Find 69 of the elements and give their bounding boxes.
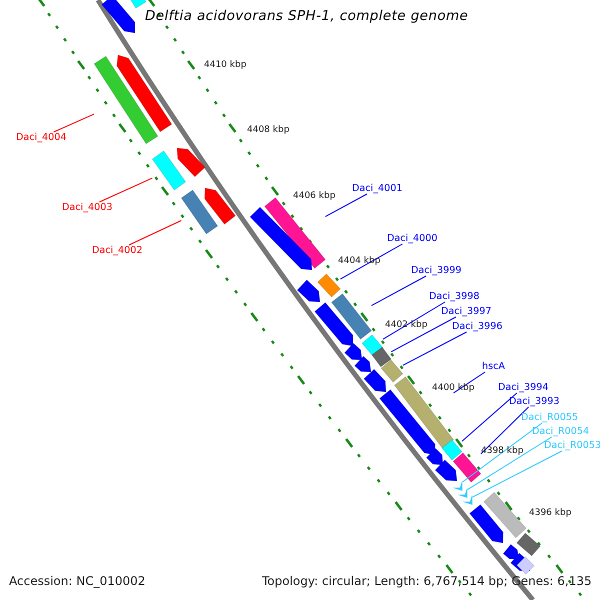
gene-label: Daci_4004 xyxy=(16,132,66,144)
gene-bar xyxy=(380,359,404,383)
leader-line xyxy=(98,178,153,202)
gene-bar xyxy=(101,0,136,34)
gene-bar xyxy=(128,0,147,9)
scale-label: 4402 kbp xyxy=(385,320,428,330)
gene-bar xyxy=(394,376,454,449)
gene-label: hscA xyxy=(482,361,505,372)
gene-bar xyxy=(296,279,320,302)
gene-label: Daci_R0053 xyxy=(544,440,600,452)
leader-line xyxy=(382,302,446,340)
gene-bar xyxy=(317,273,341,298)
leader-line xyxy=(402,332,468,366)
gene-label: Daci_3994 xyxy=(498,382,548,394)
gene-label: Daci_3996 xyxy=(452,321,502,332)
accession-text: Accession: NC_010002 xyxy=(9,575,146,589)
leader-line xyxy=(472,450,562,498)
leader-line xyxy=(453,372,486,394)
leader-line xyxy=(390,316,456,352)
gene-bar xyxy=(94,56,158,144)
leader-line xyxy=(340,244,403,280)
leader-line xyxy=(462,392,518,442)
gene-bar xyxy=(502,544,520,560)
gene-bar xyxy=(176,148,206,178)
leader-line xyxy=(462,422,543,483)
gene-label: Daci_3993 xyxy=(509,396,560,408)
gene-bar xyxy=(116,54,172,132)
gene-label: Daci_R0055 xyxy=(521,412,578,424)
gene-bar xyxy=(434,459,458,482)
gene-bar xyxy=(152,150,186,191)
gene-bar xyxy=(363,368,386,392)
scale-label: 4396 kbp xyxy=(529,508,572,518)
leader-line xyxy=(324,194,368,218)
gene-label: Daci_4002 xyxy=(92,245,142,256)
scale-label: 4410 kbp xyxy=(204,60,246,70)
gene-bar xyxy=(180,190,218,234)
gene-label: Daci_3999 xyxy=(411,265,462,276)
trna-gene-mark xyxy=(452,480,462,491)
gene-bar xyxy=(314,302,354,346)
gene-bar xyxy=(250,206,312,270)
title: Delftia acidovorans SPH-1, complete genome xyxy=(145,9,468,25)
gene-bar xyxy=(452,452,482,483)
gene-bar xyxy=(371,346,392,368)
trna-gene-mark xyxy=(462,494,472,505)
gene-bar xyxy=(442,439,462,461)
gene-bar xyxy=(379,389,436,456)
gene-bar xyxy=(362,334,384,357)
leader-line xyxy=(466,436,552,490)
gene-bar xyxy=(483,492,527,538)
scale-label: 4408 kbp xyxy=(247,125,290,136)
gene-label: Daci_3997 xyxy=(441,306,492,318)
gene-bar xyxy=(204,188,236,225)
scale-label: 4406 kbp xyxy=(293,191,336,202)
gene-bar xyxy=(516,532,541,556)
leader-line xyxy=(128,220,182,246)
gene-label: Daci_R0054 xyxy=(532,426,590,438)
leader-line xyxy=(53,114,95,132)
gene-label: Daci_4001 xyxy=(352,183,402,194)
gene-bar xyxy=(469,504,504,544)
gene-label: Daci_4000 xyxy=(387,233,438,244)
gene-bar xyxy=(354,356,372,372)
scale-label: 4400 kbp xyxy=(432,383,474,394)
leader-line xyxy=(371,276,427,306)
gene-bar xyxy=(344,342,362,360)
gene-label: Daci_3998 xyxy=(429,291,480,302)
leader-line xyxy=(480,406,530,454)
gene-bar xyxy=(331,293,372,340)
trna-gene-mark xyxy=(458,488,468,498)
gene-label: Daci_4003 xyxy=(62,202,112,214)
